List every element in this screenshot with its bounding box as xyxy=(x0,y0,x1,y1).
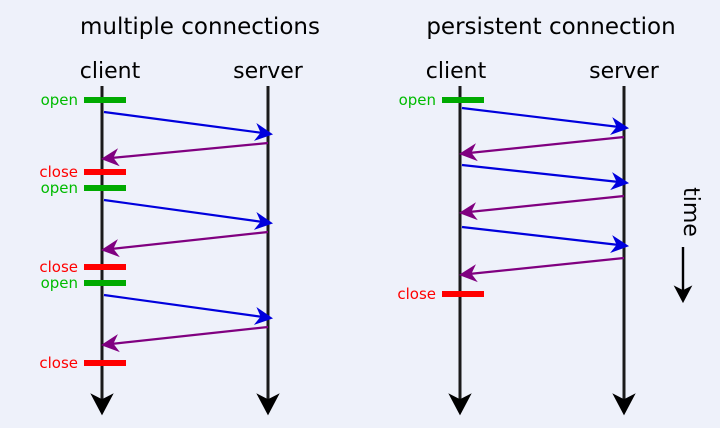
message-response-arrow xyxy=(458,135,625,162)
event-label-open: open xyxy=(41,179,78,197)
message-response-arrow xyxy=(100,325,269,353)
message-response-arrow xyxy=(100,141,269,167)
panel-multiple-connections: multiple connections client server open … xyxy=(39,14,320,416)
time-axis-label: time xyxy=(678,187,703,237)
actor-label-server: server xyxy=(589,59,660,84)
event-label-close: close xyxy=(397,285,436,303)
panel-title: multiple connections xyxy=(80,14,320,40)
event-label-close: close xyxy=(39,258,78,276)
event-label-open: open xyxy=(41,274,78,292)
message-request-arrow xyxy=(103,110,274,141)
event-label-close: close xyxy=(39,163,78,181)
actor-label-client: client xyxy=(426,59,487,84)
message-response-arrow xyxy=(458,256,625,283)
actor-label-client: client xyxy=(80,59,141,84)
panel-persistent-connection: persistent connection client server open… xyxy=(397,14,676,416)
actor-label-server: server xyxy=(233,59,304,84)
message-response-arrow xyxy=(458,194,625,221)
message-response-arrow xyxy=(100,230,269,258)
message-request-arrow xyxy=(461,163,630,191)
event-label-open: open xyxy=(399,91,436,109)
time-axis: time xyxy=(673,187,703,304)
message-request-arrow xyxy=(103,293,274,325)
panel-title: persistent connection xyxy=(426,14,675,40)
message-request-arrow xyxy=(103,198,274,230)
event-label-open: open xyxy=(41,91,78,109)
event-label-close: close xyxy=(39,354,78,372)
message-request-arrow xyxy=(461,225,630,254)
message-request-arrow xyxy=(461,106,630,136)
